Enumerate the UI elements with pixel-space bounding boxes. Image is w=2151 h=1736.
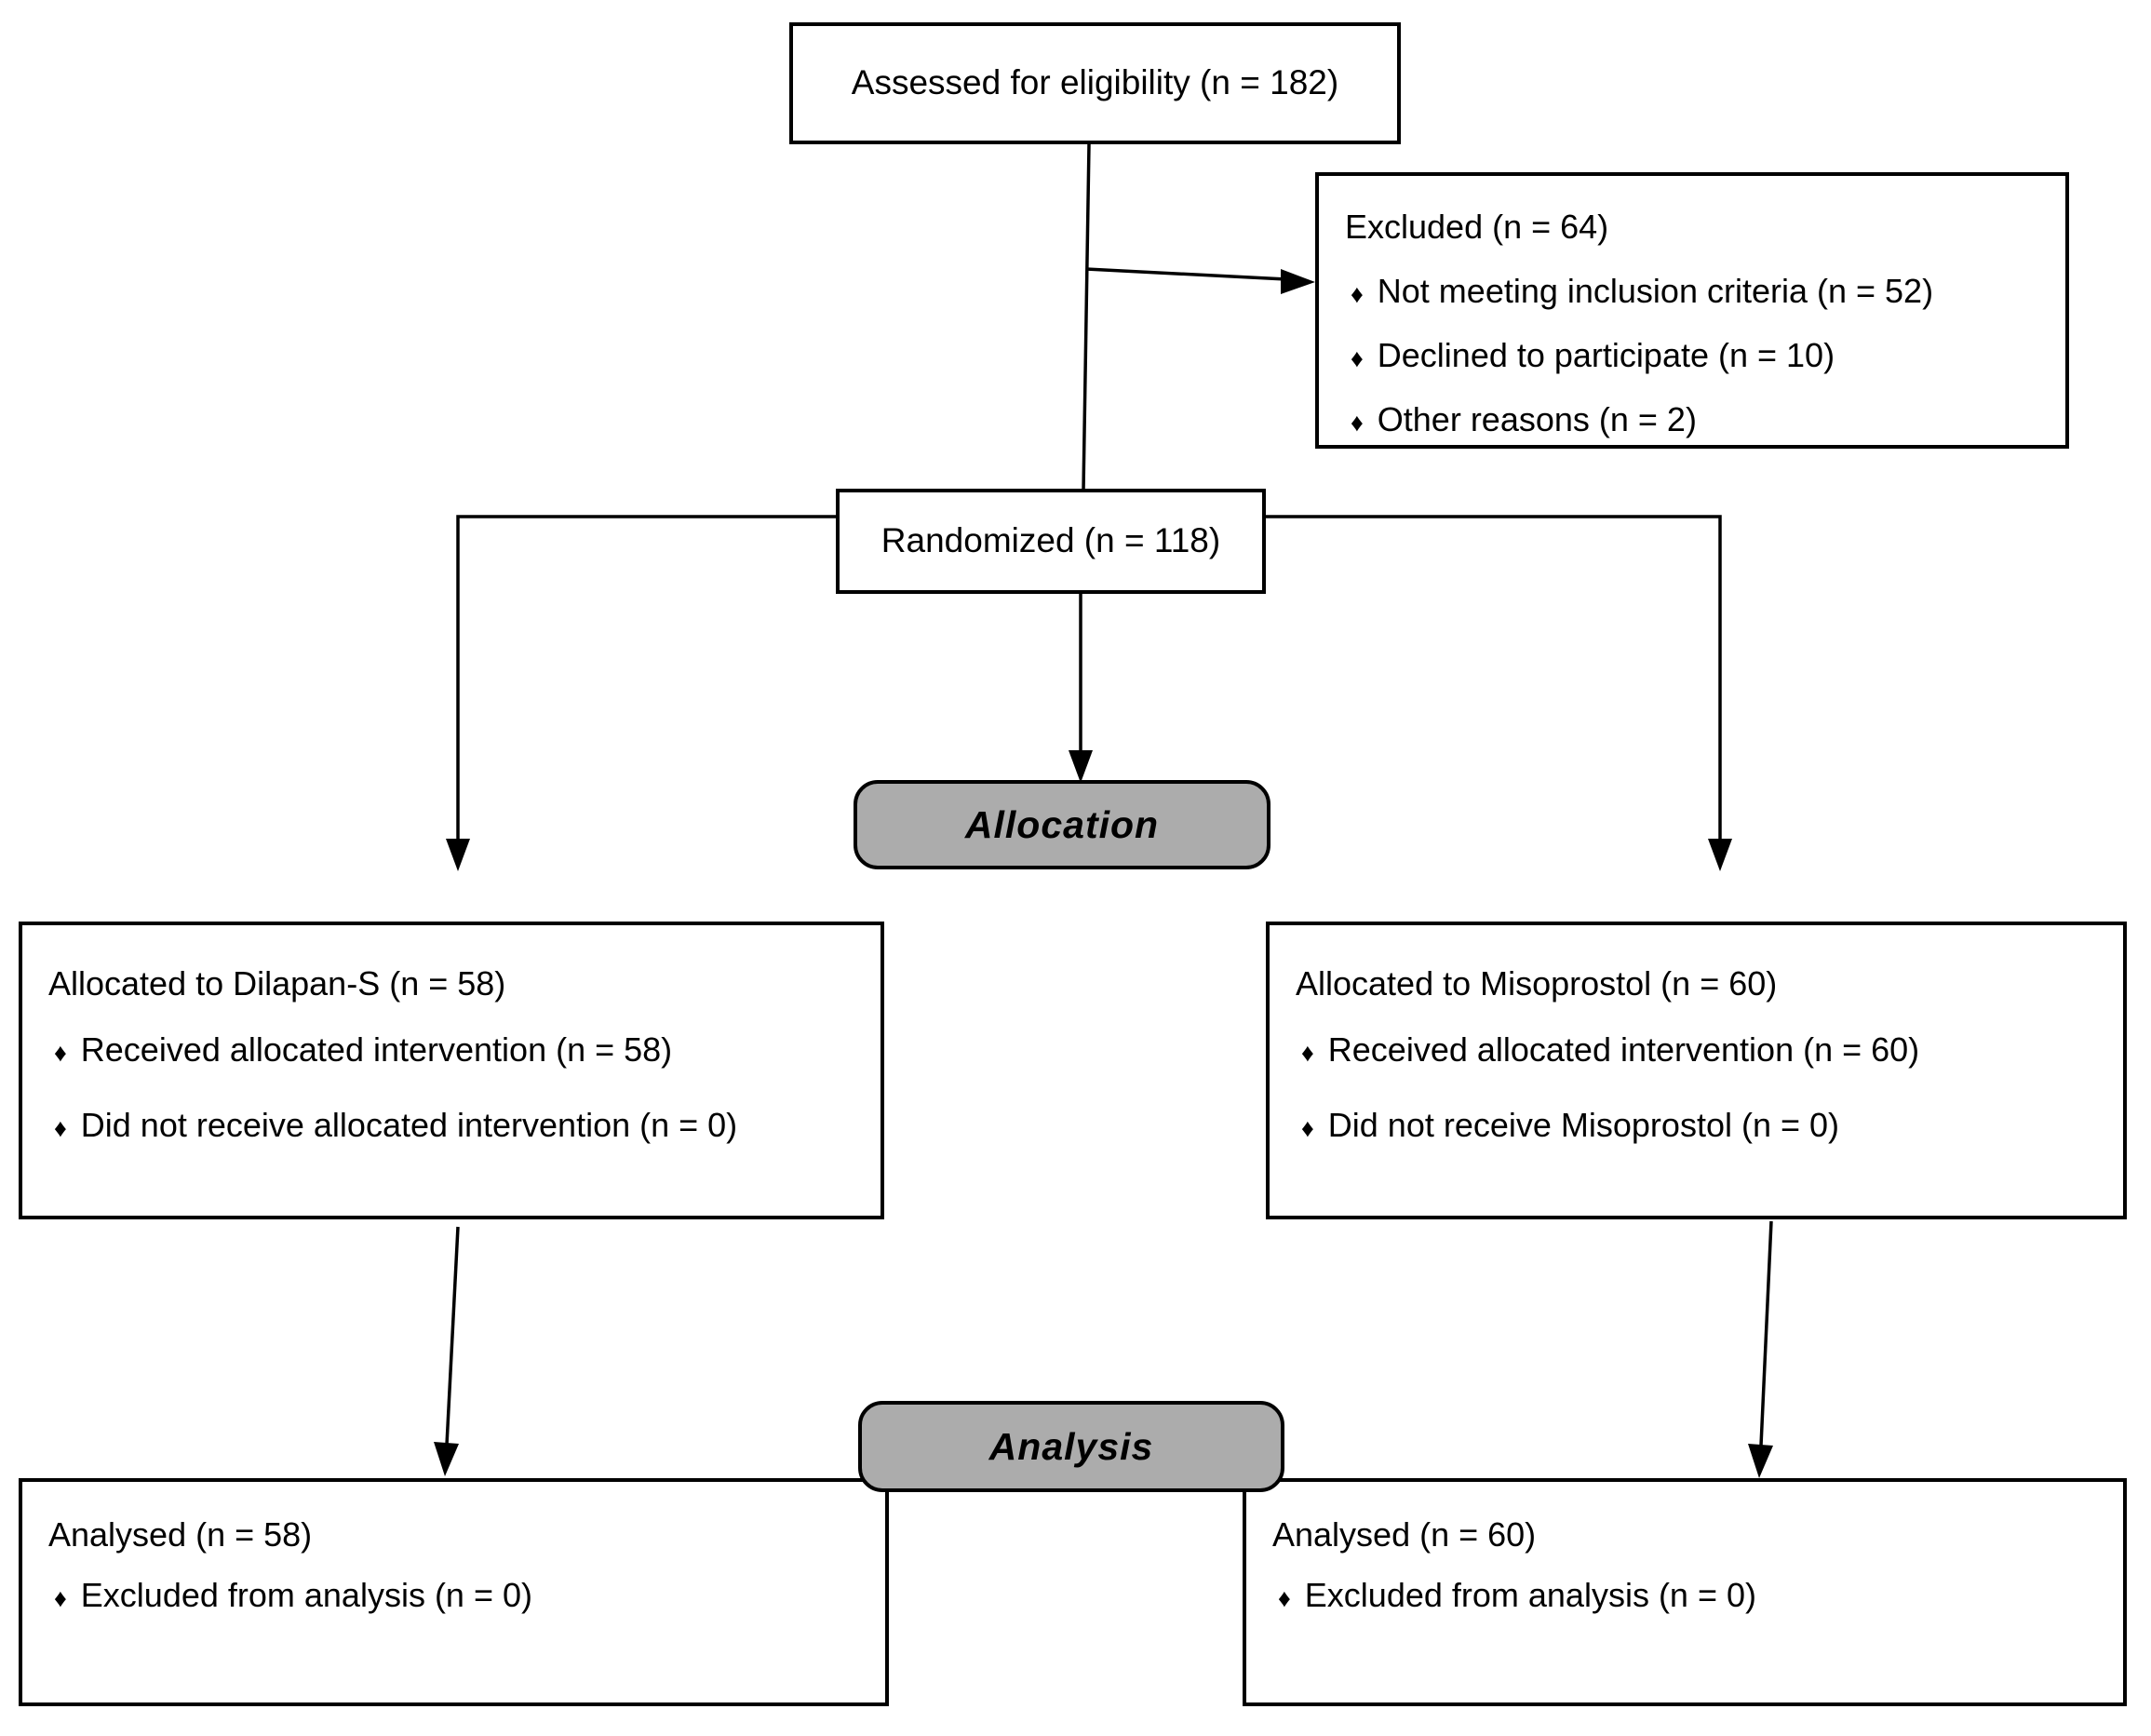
list-item: ♦ Received allocated intervention (n = 5… xyxy=(48,1029,858,1070)
randomized-box: Randomized (n = 118) xyxy=(836,489,1266,594)
arrow-branch-left-shaft xyxy=(456,515,836,844)
excluded-item: Other reasons (n = 2) xyxy=(1377,400,1697,438)
excluded-box: Excluded (n = 64) ♦ Not meeting inclusio… xyxy=(1315,172,2069,449)
allocated-dilapan-box: Allocated to Dilapan-S (n = 58) ♦ Receiv… xyxy=(19,922,884,1219)
arrow-branch-left-arrowhead xyxy=(446,839,470,871)
allocated-misoprostol-box: Allocated to Misoprostol (n = 60) ♦ Rece… xyxy=(1266,922,2127,1219)
arrow-alloc-left-to-analysed-shaft xyxy=(445,1226,460,1446)
excluded-item: Declined to participate (n = 10) xyxy=(1377,336,1835,374)
excluded-item: Not meeting inclusion criteria (n = 52) xyxy=(1377,272,1934,310)
diamond-bullet-icon: ♦ xyxy=(54,1584,67,1612)
list-item: ♦ Excluded from analysis (n = 0) xyxy=(1272,1574,2101,1616)
diamond-bullet-icon: ♦ xyxy=(54,1039,67,1067)
arrow-randomized-to-allocation-arrowhead xyxy=(1069,750,1093,783)
line-assessed-to-randomized xyxy=(1082,143,1091,491)
arrow-alloc-left-to-analysed-arrowhead xyxy=(434,1442,459,1476)
allocation-band-label: Allocation xyxy=(964,802,1160,846)
list-item: ♦ Received allocated intervention (n = 6… xyxy=(1296,1029,2101,1070)
diamond-bullet-icon: ♦ xyxy=(1278,1584,1291,1612)
analysed-dilapan-item: Excluded from analysis (n = 0) xyxy=(80,1576,532,1614)
excluded-title: Excluded (n = 64) xyxy=(1345,208,1609,246)
diamond-bullet-icon: ♦ xyxy=(1301,1039,1314,1067)
arrow-branch-right-arrowhead xyxy=(1708,839,1732,871)
diamond-bullet-icon: ♦ xyxy=(1351,280,1364,308)
analysis-band: Analysis xyxy=(858,1401,1284,1492)
allocated-misoprostol-title: Allocated to Misoprostol (n = 60) xyxy=(1296,964,1778,1003)
diamond-bullet-icon: ♦ xyxy=(1301,1114,1314,1142)
analysed-misoprostol-box: Analysed (n = 60) ♦ Excluded from analys… xyxy=(1243,1478,2127,1706)
list-item: ♦ Other reasons (n = 2) xyxy=(1345,398,2043,440)
list-item: ♦ Did not receive Misoprostol (n = 0) xyxy=(1296,1104,2101,1146)
arrow-alloc-right-to-analysed-arrowhead xyxy=(1748,1444,1773,1478)
arrow-alloc-right-to-analysed-shaft xyxy=(1759,1220,1773,1447)
analysed-dilapan-box: Analysed (n = 58) ♦ Excluded from analys… xyxy=(19,1478,889,1706)
arrow-branch-right-shaft xyxy=(1266,515,1722,844)
allocated-dilapan-item: Received allocated intervention (n = 58) xyxy=(80,1030,673,1069)
arrow-to-excluded-arrowhead xyxy=(1281,269,1315,294)
diamond-bullet-icon: ♦ xyxy=(54,1114,67,1142)
list-item: ♦ Not meeting inclusion criteria (n = 52… xyxy=(1345,270,2043,312)
list-item: ♦ Excluded from analysis (n = 0) xyxy=(48,1574,863,1616)
analysed-misoprostol-item: Excluded from analysis (n = 0) xyxy=(1304,1576,1756,1614)
allocated-dilapan-title: Allocated to Dilapan-S (n = 58) xyxy=(48,964,506,1003)
analysed-misoprostol-title: Analysed (n = 60) xyxy=(1272,1515,1537,1554)
diamond-bullet-icon: ♦ xyxy=(1351,344,1364,372)
randomized-box-label: Randomized (n = 118) xyxy=(881,521,1221,560)
list-item: ♦ Did not receive allocated intervention… xyxy=(48,1104,858,1146)
diamond-bullet-icon: ♦ xyxy=(1351,409,1364,437)
allocated-dilapan-item: Did not receive allocated intervention (… xyxy=(80,1106,738,1144)
analysis-band-label: Analysis xyxy=(988,1424,1154,1468)
analysed-dilapan-title: Analysed (n = 58) xyxy=(48,1515,313,1554)
assessed-box-label: Assessed for eligibility (n = 182) xyxy=(851,63,1339,102)
assessed-for-eligibility-box: Assessed for eligibility (n = 182) xyxy=(789,22,1401,144)
allocated-misoprostol-item: Received allocated intervention (n = 60) xyxy=(1327,1030,1920,1069)
allocated-misoprostol-item: Did not receive Misoprostol (n = 0) xyxy=(1327,1106,1840,1144)
arrow-to-excluded-shaft xyxy=(1085,267,1287,281)
list-item: ♦ Declined to participate (n = 10) xyxy=(1345,334,2043,376)
allocation-band: Allocation xyxy=(854,780,1270,869)
